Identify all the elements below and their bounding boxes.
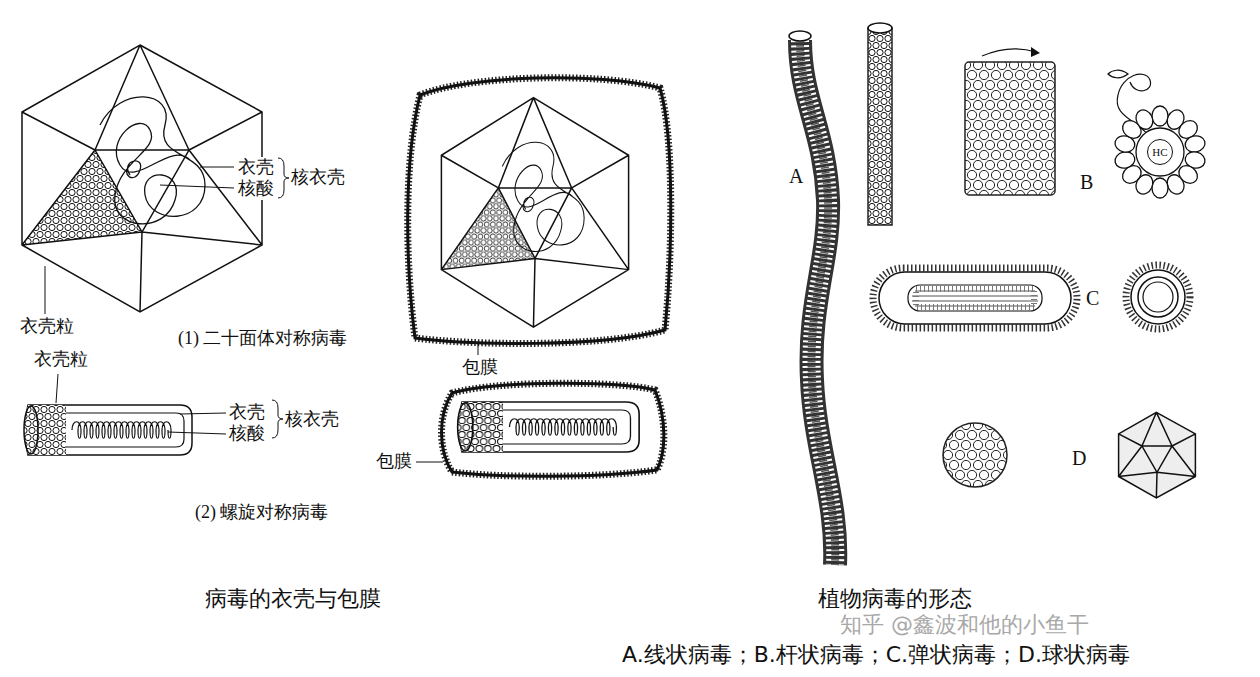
part-label: 衣壳 <box>228 402 266 424</box>
part-label: 衣壳粒 <box>20 316 74 338</box>
spherical-virus <box>943 412 1196 498</box>
panel-letter: A <box>789 164 803 188</box>
figure-caption: (1) 二十面体对称病毒 <box>178 328 348 350</box>
core-label: HC <box>1152 147 1167 158</box>
caption: 病毒的衣壳与包膜 <box>205 586 381 612</box>
panel-letter: C <box>1086 286 1099 310</box>
helical-virus <box>24 403 192 457</box>
caption: 植物病毒的形态 <box>818 586 972 612</box>
part-label: 核衣壳 <box>291 167 345 189</box>
part-label: 包膜 <box>376 451 412 473</box>
part-label: 衣壳粒 <box>34 349 88 371</box>
enveloped-icosahedral-virus <box>408 78 671 355</box>
part-label: 核酸 <box>237 178 275 200</box>
panel-letter: D <box>1072 446 1086 470</box>
enveloped-helical-virus <box>416 383 664 476</box>
caption-key: A.线状病毒；B.杆状病毒；C.弹状病毒；D.球状病毒 <box>622 642 1130 668</box>
part-label: 衣壳 <box>237 157 275 179</box>
icosahedral-virus <box>22 45 262 312</box>
watermark: 知乎 @鑫波和他的小鱼干 <box>840 612 1089 638</box>
part-label: 包膜 <box>462 357 498 379</box>
core-circle: HC <box>1147 139 1173 165</box>
part-label: 核酸 <box>228 423 266 445</box>
figure-caption: (2) 螺旋对称病毒 <box>195 502 329 524</box>
bullet-shaped-virus <box>873 265 1190 329</box>
filamentous-virus <box>789 23 892 565</box>
part-label: 核衣壳 <box>285 409 339 431</box>
leader-lines <box>45 158 289 314</box>
rod-shaped-virus <box>965 47 1207 198</box>
panel-letter: B <box>1080 170 1093 194</box>
